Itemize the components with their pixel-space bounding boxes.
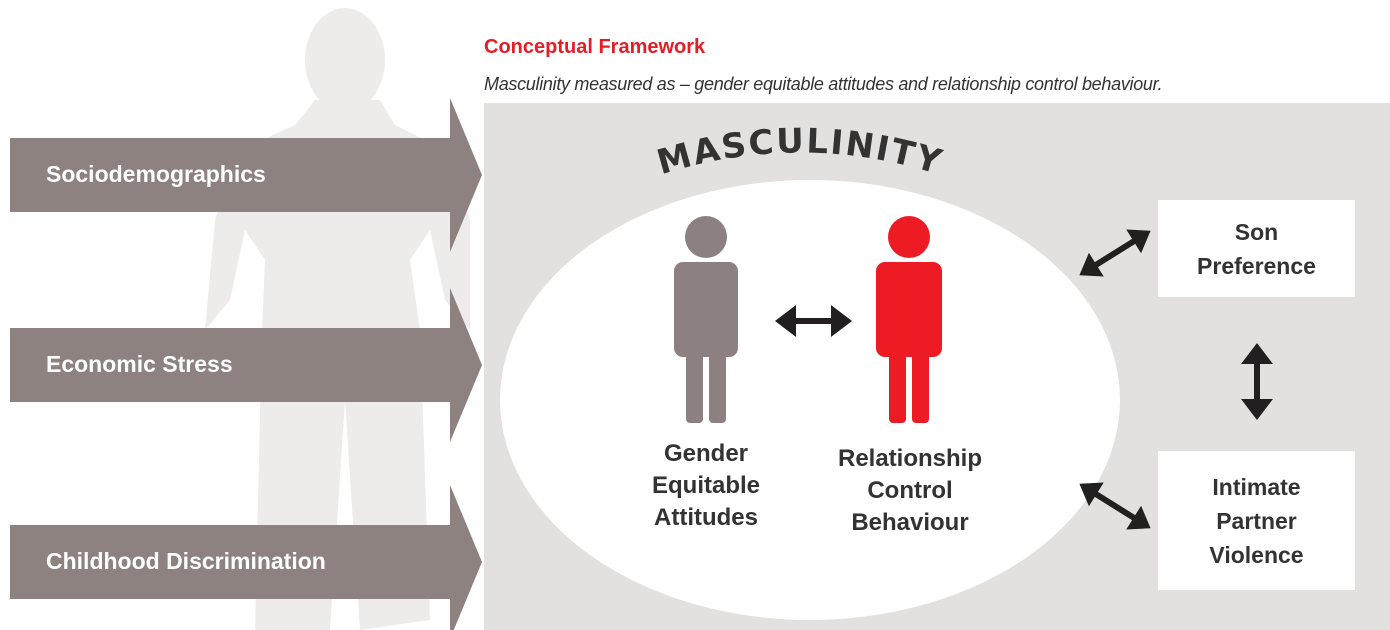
double-arrow-son-preference-icon — [1079, 229, 1151, 277]
label-line: Equitable — [651, 472, 760, 499]
box-line: Preference — [1197, 252, 1316, 279]
box-line: Son — [1234, 218, 1279, 245]
gender-equitable-attitudes-label: Gender Equitable Attitudes — [616, 438, 796, 534]
factor-arrow-sociodemographics — [10, 98, 482, 252]
double-arrow-horizontal-icon — [775, 305, 852, 337]
masculinity-ellipse — [500, 180, 1120, 620]
factor-label-economic-stress: Economic Stress — [46, 351, 233, 377]
label-line: Behaviour — [851, 509, 969, 536]
box-line: Intimate — [1212, 473, 1301, 500]
label-line: Relationship — [837, 445, 982, 472]
label-line: Gender — [663, 440, 749, 467]
diagram-title: Conceptual Framework — [484, 36, 706, 58]
intimate-partner-violence-text: Intimate Partner Violence — [1209, 470, 1303, 572]
son-preference-text: Son Preference — [1197, 215, 1316, 283]
diagram-subtitle: Masculinity measured as – gender equitab… — [484, 74, 1163, 94]
double-arrow-ipv-icon — [1079, 482, 1151, 530]
factor-arrow-economic-stress — [10, 288, 482, 442]
box-line: Partner — [1216, 507, 1297, 534]
relationship-control-behaviour-label: Relationship Control Behaviour — [805, 443, 1015, 539]
intimate-partner-violence-box: Intimate Partner Violence — [1158, 451, 1355, 590]
double-arrow-vertical-icon — [1241, 343, 1273, 420]
label-line: Control — [867, 477, 953, 504]
gender-equitable-person-icon — [674, 216, 738, 423]
factor-label-childhood-discrimination: Childhood Discrimination — [46, 548, 326, 574]
relationship-control-person-icon — [876, 216, 942, 423]
box-line: Violence — [1209, 541, 1304, 568]
label-line: Attitudes — [654, 504, 758, 531]
son-preference-box: Son Preference — [1158, 200, 1355, 297]
factor-arrow-childhood-discrimination — [10, 485, 482, 630]
factor-label-sociodemographics: Sociodemographics — [46, 161, 266, 187]
